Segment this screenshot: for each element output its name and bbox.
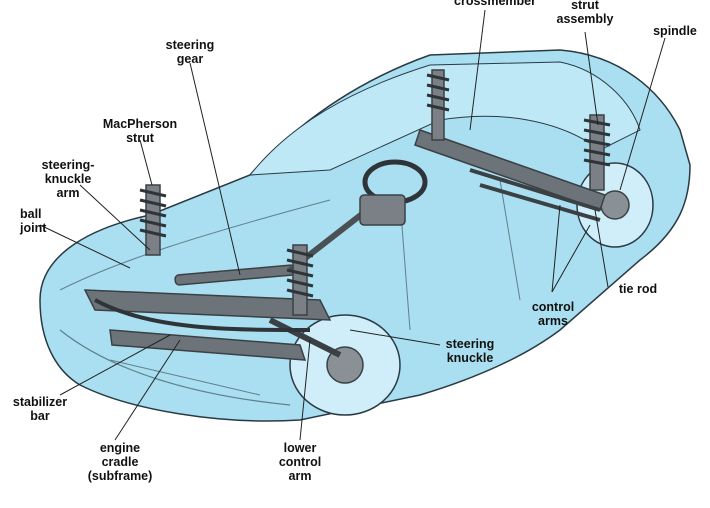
wheels [289,162,654,416]
leader-lines [39,9,666,441]
label-crossmember: crossmember [454,0,536,8]
label-control-arms: control arms [531,300,575,328]
label-macpherson-strut: MacPherson strut [102,117,178,145]
label-strut-assembly: strut assembly [556,0,614,26]
label-steering-knuckle: steering knuckle [445,337,495,365]
label-steering-gear: steering gear [165,38,215,66]
label-engine-cradle: engine cradle (subframe) [87,441,153,483]
label-steering-knuckle-arm: steering- knuckle arm [41,158,95,200]
label-spindle: spindle [653,24,697,38]
label-lower-control-arm: lower control arm [278,441,322,483]
label-ball-joint: ball joint [20,207,47,235]
suspension-parts [83,69,611,361]
label-stabilizer-bar: stabilizer bar [12,395,68,423]
label-tie-rod: tie rod [618,282,658,296]
